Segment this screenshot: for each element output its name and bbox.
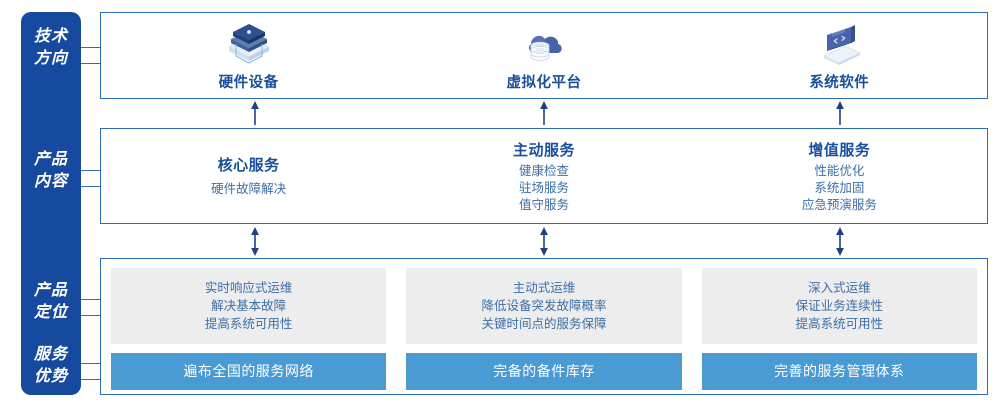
list-item: 值守服务 bbox=[518, 197, 569, 212]
arrow-up-down-content-to-bottom-1 bbox=[251, 227, 259, 256]
content-item-value-added-service[interactable]: 增值服务 性能优化 系统加固 应急预演服务 bbox=[692, 129, 987, 223]
positioning-line: 主动式运维 bbox=[512, 281, 576, 295]
arrow-up-tech-to-content-2 bbox=[540, 101, 548, 125]
connector-content-1 bbox=[81, 170, 102, 171]
rail-label-product-content-line1: 产品 bbox=[33, 151, 68, 168]
positioning-card-realtime: 实时响应式运维 解决基本故障 提高系统可用性 bbox=[111, 268, 387, 344]
content-item-core-service-title: 核心服务 bbox=[217, 157, 280, 174]
rail-label-product-content-line2: 内容 bbox=[33, 173, 68, 190]
rail-label-service-advantage: 服务 优势 bbox=[21, 344, 81, 388]
connector-tech-2 bbox=[81, 63, 102, 64]
content-item-proactive-service-list: 健康检查 驻场服务 值守服务 bbox=[519, 163, 569, 214]
positioning-line: 提高系统可用性 bbox=[795, 317, 884, 331]
content-item-proactive-service-title: 主动服务 bbox=[512, 141, 575, 159]
rail-label-tech-direction: 技术 方向 bbox=[21, 26, 81, 70]
advantage-bar-management-system[interactable]: 完善的服务管理体系 bbox=[701, 353, 977, 390]
rail-label-service-advantage-line2: 优势 bbox=[33, 368, 68, 385]
connector-tech-1 bbox=[81, 47, 102, 48]
laptop-code-icon bbox=[823, 25, 862, 65]
positioning-line: 提高系统可用性 bbox=[204, 317, 293, 331]
positioning-line: 关键时间点的服务保障 bbox=[481, 317, 607, 331]
connector-position-2 bbox=[81, 315, 102, 316]
list-item: 应急预演服务 bbox=[801, 197, 877, 212]
positioning-advantage-panel: 实时响应式运维 解决基本故障 提高系统可用性 遍布全国的服务网络 主动式运维 降… bbox=[100, 258, 988, 395]
positioning-card-indepth: 深入式运维 保证业务连续性 提高系统可用性 bbox=[701, 268, 977, 344]
rail-label-service-advantage-line1: 服务 bbox=[33, 346, 68, 363]
arrow-up-tech-to-content-3 bbox=[836, 101, 844, 125]
list-item: 硬件故障解决 bbox=[211, 182, 287, 196]
content-item-value-added-service-list: 性能优化 系统加固 应急预演服务 bbox=[802, 163, 877, 214]
rail-label-tech-direction-line1: 技术 bbox=[33, 28, 68, 45]
tech-item-system-software[interactable]: 系统软件 bbox=[692, 13, 987, 98]
arrow-up-tech-to-content-1 bbox=[251, 101, 259, 125]
positioning-line: 降低设备突发故障概率 bbox=[481, 299, 607, 313]
rail-label-product-positioning-line1: 产品 bbox=[33, 282, 68, 299]
server-stack-icon bbox=[227, 24, 270, 64]
rail-label-product-content: 产品 内容 bbox=[21, 149, 81, 193]
positioning-line: 保证业务连续性 bbox=[795, 299, 884, 313]
content-item-value-added-service-title: 增值服务 bbox=[808, 141, 871, 159]
tech-item-hardware-label: 硬件设备 bbox=[218, 75, 279, 91]
tech-item-virtualization-label: 虚拟化平台 bbox=[506, 75, 582, 91]
positioning-card-proactive: 主动式运维 降低设备突发故障概率 关键时间点的服务保障 bbox=[406, 268, 682, 344]
bottom-item-proactive[interactable]: 主动式运维 降低设备突发故障概率 关键时间点的服务保障 完备的备件库存 bbox=[396, 259, 691, 394]
list-item: 健康检查 bbox=[518, 163, 569, 178]
rail-label-tech-direction-line2: 方向 bbox=[33, 50, 68, 67]
content-item-core-service[interactable]: 核心服务 硬件故障解决 bbox=[101, 129, 396, 223]
connector-content-2 bbox=[81, 186, 102, 187]
tech-item-hardware[interactable]: 硬件设备 bbox=[101, 13, 396, 98]
connector-position-1 bbox=[81, 299, 102, 300]
positioning-line: 解决基本故障 bbox=[211, 299, 287, 313]
advantage-bar-service-network[interactable]: 遍布全国的服务网络 bbox=[111, 353, 387, 390]
bottom-item-indepth[interactable]: 深入式运维 保证业务连续性 提高系统可用性 完善的服务管理体系 bbox=[692, 259, 987, 394]
positioning-line: 深入式运维 bbox=[808, 281, 871, 295]
bottom-item-realtime[interactable]: 实时响应式运维 解决基本故障 提高系统可用性 遍布全国的服务网络 bbox=[101, 259, 396, 394]
list-item: 驻场服务 bbox=[518, 180, 569, 195]
tech-item-virtualization[interactable]: 虚拟化平台 bbox=[396, 13, 691, 98]
list-item: 性能优化 bbox=[814, 163, 865, 178]
arrow-up-down-content-to-bottom-3 bbox=[836, 227, 844, 256]
arrow-up-down-content-to-bottom-2 bbox=[540, 227, 548, 256]
category-rail bbox=[21, 12, 81, 395]
advantage-bar-spare-parts[interactable]: 完备的备件库存 bbox=[406, 353, 682, 390]
cloud-database-icon bbox=[528, 35, 562, 62]
positioning-line: 实时响应式运维 bbox=[204, 281, 293, 295]
tech-direction-panel: 硬件设备 虚拟化平台 bbox=[100, 12, 988, 99]
connector-advantage-2 bbox=[81, 379, 102, 380]
product-content-panel: 核心服务 硬件故障解决 主动服务 健康检查 驻场服务 值守服务 增值服务 性能优… bbox=[100, 128, 988, 224]
connector-advantage-1 bbox=[81, 363, 102, 364]
tech-item-system-software-label: 系统软件 bbox=[809, 75, 870, 91]
content-item-core-service-list: 硬件故障解决 bbox=[211, 181, 286, 198]
list-item: 系统加固 bbox=[814, 180, 865, 195]
rail-label-product-positioning: 产品 定位 bbox=[21, 280, 81, 324]
rail-label-product-positioning-line2: 定位 bbox=[33, 304, 68, 321]
content-item-proactive-service[interactable]: 主动服务 健康检查 驻场服务 值守服务 bbox=[396, 129, 691, 223]
